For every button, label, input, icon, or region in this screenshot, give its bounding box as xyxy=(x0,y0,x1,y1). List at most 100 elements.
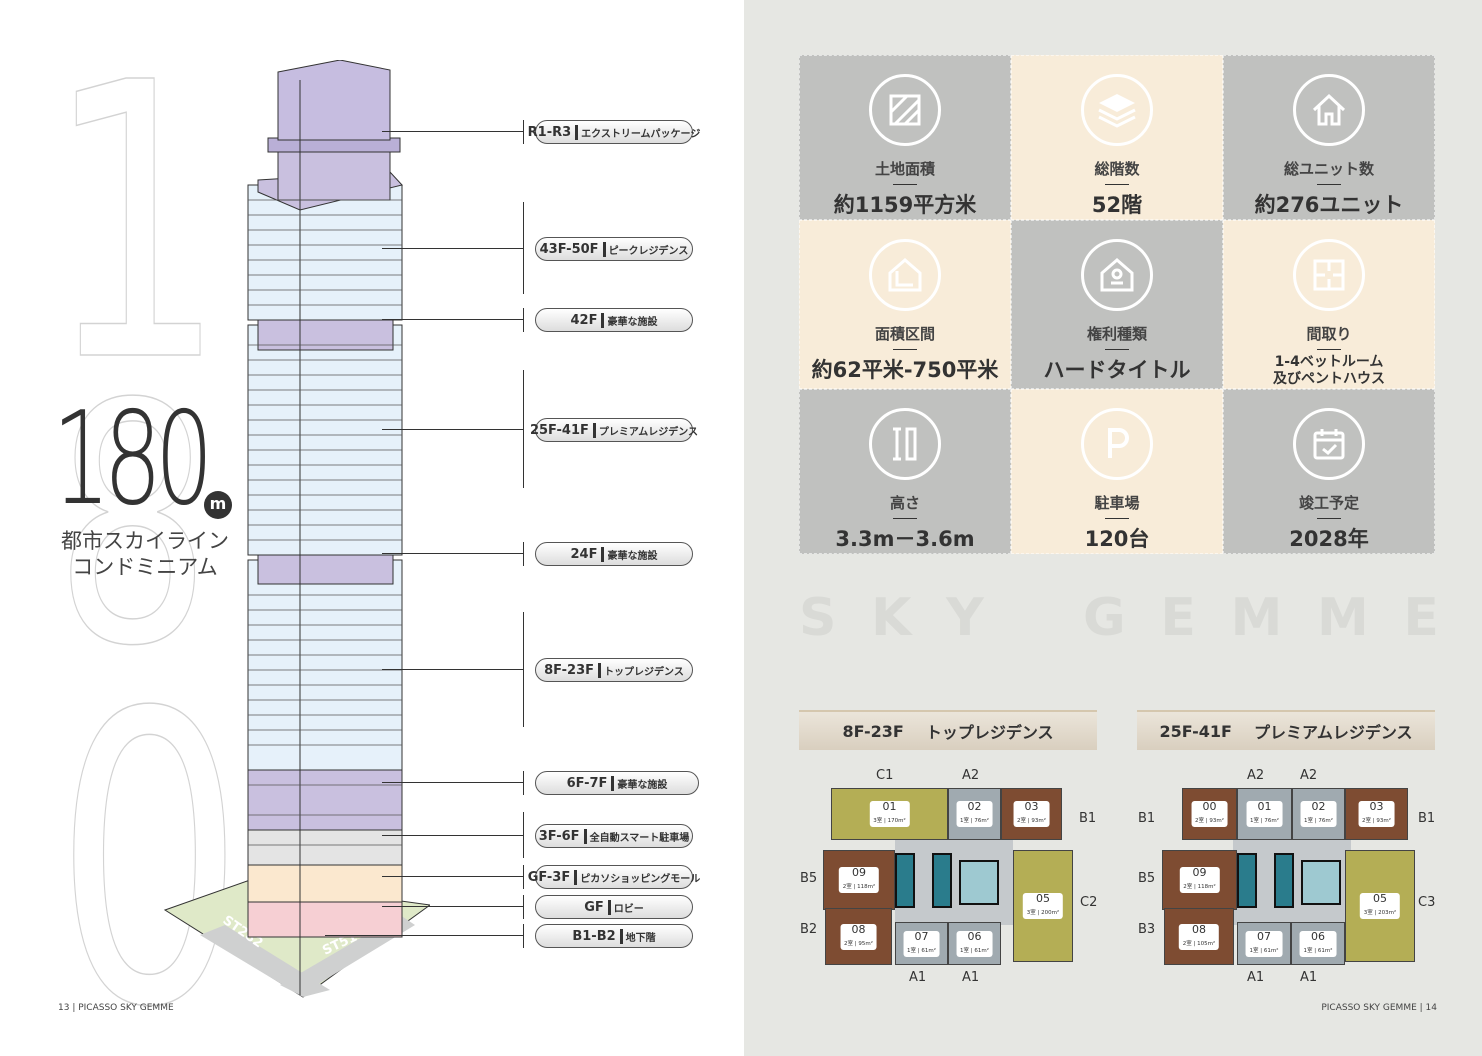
unit-type-label: C1 xyxy=(876,768,894,783)
house-icon xyxy=(1293,74,1365,146)
leader-line xyxy=(325,935,523,936)
leader-line xyxy=(382,248,523,249)
stat-area-range: 面積区間約62平米-750平米 xyxy=(799,220,1011,389)
unit-type-label: B1 xyxy=(1418,811,1436,826)
layers-icon xyxy=(1081,74,1153,146)
left-footer: 13 | PICASSO SKY GEMME xyxy=(58,1003,174,1013)
bracket xyxy=(523,542,524,566)
leader-line xyxy=(382,319,523,320)
unit-type-label: C2 xyxy=(1080,895,1098,910)
leader-line xyxy=(382,835,523,836)
elevator-icon xyxy=(895,853,915,908)
bg-digit-8: 8 xyxy=(54,333,211,718)
unit-type-label: B1 xyxy=(1138,811,1156,826)
height-value: 180 xyxy=(52,385,214,534)
elevator-icon xyxy=(932,853,952,908)
bracket xyxy=(523,120,524,144)
stat-land-area: 土地面積約1159平方米 xyxy=(799,55,1011,220)
bracket xyxy=(523,771,524,795)
bracket xyxy=(523,895,524,919)
right-footer: PICASSO SKY GEMME | 14 xyxy=(1321,1003,1437,1013)
bracket xyxy=(523,812,524,858)
parking-icon xyxy=(1081,408,1153,480)
bracket xyxy=(523,612,524,727)
elevator-icon xyxy=(1274,853,1294,908)
floorplan-icon xyxy=(1293,239,1365,311)
unit-type-label: A1 xyxy=(1300,970,1318,985)
left-page: 1 8 0 180 m 都市スカイラインコンドミニアム ST282 ST51 R… xyxy=(44,2,701,1056)
house-ruler-icon xyxy=(869,239,941,311)
bracket xyxy=(523,202,524,294)
stat-units: 総ユニット数約276ユニット xyxy=(1223,55,1435,220)
unit-type-label: B5 xyxy=(800,871,818,886)
stairs-icon xyxy=(1301,860,1341,905)
leader-line xyxy=(382,782,523,783)
bracket xyxy=(523,924,524,948)
leader-line xyxy=(382,553,523,554)
land-area-icon xyxy=(869,74,941,146)
unit-type-label: A1 xyxy=(909,970,927,985)
unit-type-label: B2 xyxy=(800,922,818,937)
bg-digit-0: 0 xyxy=(54,630,245,1056)
bracket xyxy=(523,865,524,889)
unit-type-label: A2 xyxy=(1300,768,1318,783)
calendar-icon xyxy=(1293,408,1365,480)
tagline-line-1: 都市スカイライン xyxy=(61,529,229,553)
stairs-icon xyxy=(959,860,999,905)
elevator-icon xyxy=(1237,853,1257,908)
leader-line xyxy=(382,131,523,132)
unit-type-label: B5 xyxy=(1138,871,1156,886)
stat-title-type: 権利種類ハードタイトル xyxy=(1011,220,1223,389)
background-digits: 1 8 0 xyxy=(44,2,245,1056)
unit-type-label: B3 xyxy=(1138,922,1156,937)
leader-line xyxy=(382,429,523,430)
tower-illustration: ST282 ST51 xyxy=(163,60,430,998)
unit-type-label: A2 xyxy=(962,768,980,783)
title-deed-icon xyxy=(1081,239,1153,311)
bracket xyxy=(523,370,524,488)
unit-type-label: B1 xyxy=(1079,811,1097,826)
ceiling-height-icon xyxy=(869,408,941,480)
bracket xyxy=(523,308,524,332)
tagline-line-2: コンドミニアム xyxy=(72,555,218,579)
unit-type-label: A2 xyxy=(1247,768,1265,783)
bg-digit-1: 1 xyxy=(45,3,226,445)
unit-type-label: A1 xyxy=(962,970,980,985)
